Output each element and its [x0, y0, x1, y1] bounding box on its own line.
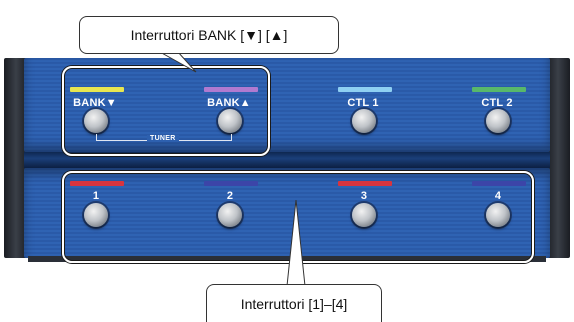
switch-3-label: 3 [360, 190, 368, 202]
switch-2-label: 2 [226, 190, 234, 202]
switch-1[interactable] [84, 203, 108, 227]
ctl2-label: CTL 2 [481, 97, 513, 109]
switch-1-color-strip [70, 181, 124, 186]
ctl1-label: CTL 1 [347, 97, 379, 109]
ctl1-switch[interactable] [352, 109, 376, 133]
ctl1-color-strip [338, 87, 392, 92]
right-side-frame [546, 58, 570, 258]
ctl2-switch[interactable] [486, 109, 510, 133]
switch-4-color-strip [472, 181, 526, 186]
switch-3-color-strip [338, 181, 392, 186]
switch-3[interactable] [352, 203, 376, 227]
switch-1-label: 1 [92, 190, 100, 202]
top-panel [24, 58, 550, 152]
switch-4[interactable] [486, 203, 510, 227]
bank-down-label: BANK▼ [73, 97, 117, 109]
bank-up-color-strip [204, 87, 258, 92]
bank-down-color-strip [70, 87, 124, 92]
tuner-label: TUNER [147, 135, 179, 142]
bank-up-switch[interactable] [218, 109, 242, 133]
bank-switches-callout-text: Interruttori BANK [▼] [▲] [130, 27, 288, 43]
middle-rail [24, 152, 550, 168]
switch-2-color-strip [204, 181, 258, 186]
bank-up-label: BANK▲ [207, 97, 251, 109]
number-switches-highlight [62, 171, 534, 263]
number-switches-callout: Interruttori [1]–[4] [206, 284, 382, 322]
number-switches-callout-text: Interruttori [1]–[4] [240, 295, 348, 312]
switch-2[interactable] [218, 203, 242, 227]
ctl2-color-strip [472, 87, 526, 92]
switch-4-label: 4 [494, 190, 502, 202]
bank-down-switch[interactable] [84, 109, 108, 133]
bank-switches-highlight [62, 66, 270, 156]
bank-switches-callout: Interruttori BANK [▼] [▲] [79, 16, 339, 54]
